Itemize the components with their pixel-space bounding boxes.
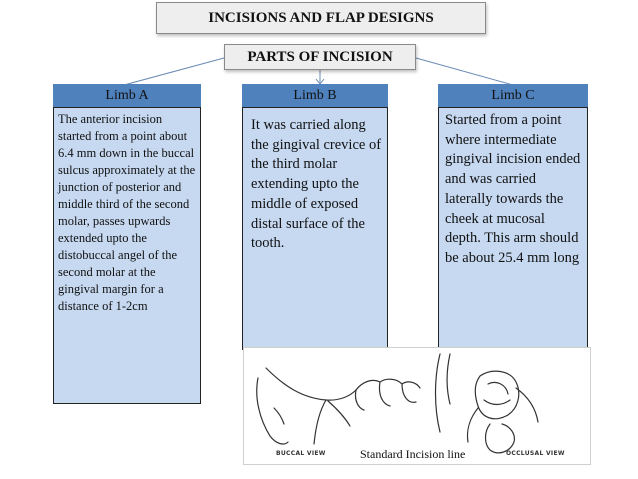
limb-b-text: It was carried along the gingival crevic…: [242, 107, 388, 350]
limb-b-header: Limb B: [242, 84, 388, 108]
limb-c-text: Started from a point where intermediate …: [438, 107, 588, 350]
limb-a-text: The anterior incision started from a poi…: [53, 107, 201, 404]
limb-a-header: Limb A: [53, 84, 201, 108]
page-title: INCISIONS AND FLAP DESIGNS: [156, 2, 486, 34]
connector-to-limb-c: [415, 57, 514, 86]
buccal-view-label: BUCCAL VIEW: [276, 450, 326, 457]
limb-c-header: Limb C: [438, 84, 588, 108]
connector-to-limb-a: [123, 57, 225, 86]
buccal-view-drawing: [256, 353, 539, 454]
occlusal-view-label: OCCLUSAL VIEW: [506, 450, 565, 457]
section-subtitle: PARTS OF INCISION: [224, 44, 416, 70]
incision-figure: BUCCAL VIEW OCCLUSAL VIEW: [243, 347, 591, 465]
figure-caption: Standard Incision line: [360, 447, 466, 461]
